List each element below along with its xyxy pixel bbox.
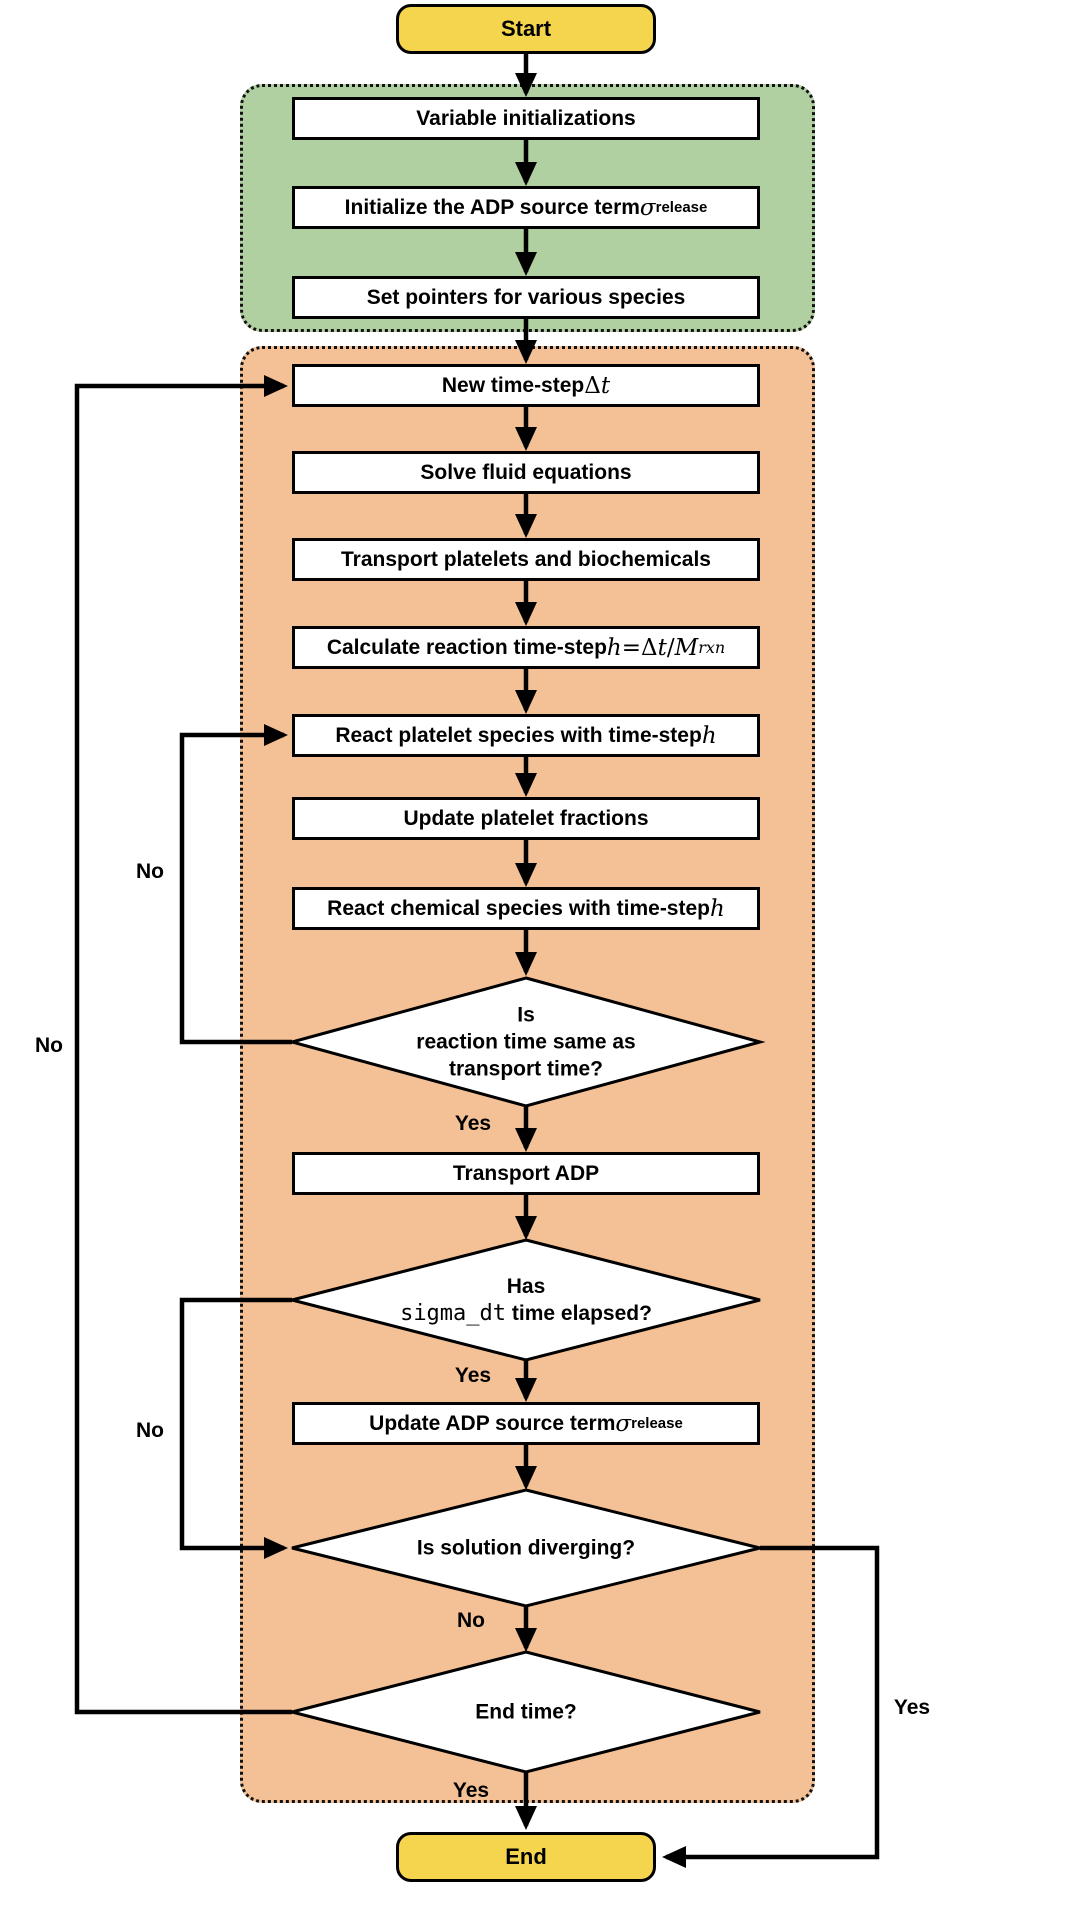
- edge-rxntime-reactplatelet-no-loop: [179, 724, 292, 1045]
- decision-sigma-line2: sigma_dt time elapsed?: [400, 1301, 652, 1326]
- edge-label-yes-sigma: Yes: [454, 1364, 492, 1387]
- edge-label-no-end-loop: No: [35, 1034, 63, 1057]
- end-label: End: [505, 1844, 547, 1869]
- decision-rxn-time-line2: reaction time same as: [416, 1030, 636, 1054]
- decision-sigma-elapsed-label: Has sigma_dt time elapsed?: [400, 1273, 652, 1327]
- process-react-chemical-species: React chemical species with time-step h: [292, 887, 760, 930]
- start-terminal: Start: [396, 4, 656, 54]
- edge-label-yes-rxn-time: Yes: [454, 1112, 492, 1135]
- end-terminal: End: [396, 1832, 656, 1882]
- edge-label-no-sigma-skip: No: [136, 1419, 164, 1442]
- decision-diverging-diamond: [291, 1488, 761, 1608]
- decision-rxn-time-line3: transport time?: [448, 1057, 604, 1081]
- process-transport-adp: Transport ADP: [292, 1152, 760, 1195]
- edge-label-no-diverging: No: [457, 1609, 485, 1632]
- decision-diverging-label: Is solution diverging?: [417, 1535, 635, 1562]
- decision-end-time-line1: End time?: [475, 1700, 577, 1724]
- decision-sigma-line1: Has: [506, 1275, 546, 1298]
- decision-rxn-time-line1: Is: [517, 1003, 535, 1027]
- process-react-platelet-species: React platelet species with time-step h: [292, 714, 760, 757]
- start-label: Start: [500, 16, 552, 41]
- edge-diverging-end-yes-loop: [662, 1545, 880, 1868]
- decision-diamonds: [286, 976, 766, 1774]
- decision-end-time-diamond: [291, 1650, 761, 1774]
- decision-rxn-time-diamond: [286, 976, 766, 1108]
- decision-end-time-label: End time?: [475, 1699, 577, 1726]
- process-update-platelet-fractions: Update platelet fractions: [292, 797, 760, 840]
- edge-label-yes-diverging: Yes: [893, 1696, 931, 1719]
- edge-label-yes-end-time: Yes: [452, 1779, 490, 1802]
- edge-endtime-newts-no-loop: [74, 375, 292, 1715]
- edge-label-no-rxn-loop: No: [136, 860, 164, 883]
- decision-sigma-elapsed-diamond: [291, 1238, 761, 1362]
- edge-sigma-diverging-no-skip: [179, 1297, 292, 1559]
- decision-rxn-time-label: Is reaction time same as transport time?: [416, 1002, 635, 1083]
- decision-diverging-line1: Is solution diverging?: [416, 1536, 636, 1560]
- process-variable-initializations: Variable initializations: [292, 97, 760, 140]
- flow-arrows: [74, 54, 880, 1868]
- process-solve-fluid-equations: Solve fluid equations: [292, 451, 760, 494]
- process-transport-platelets-biochemicals: Transport platelets and biochemicals: [292, 538, 760, 581]
- process-set-pointers: Set pointers for various species: [292, 276, 760, 319]
